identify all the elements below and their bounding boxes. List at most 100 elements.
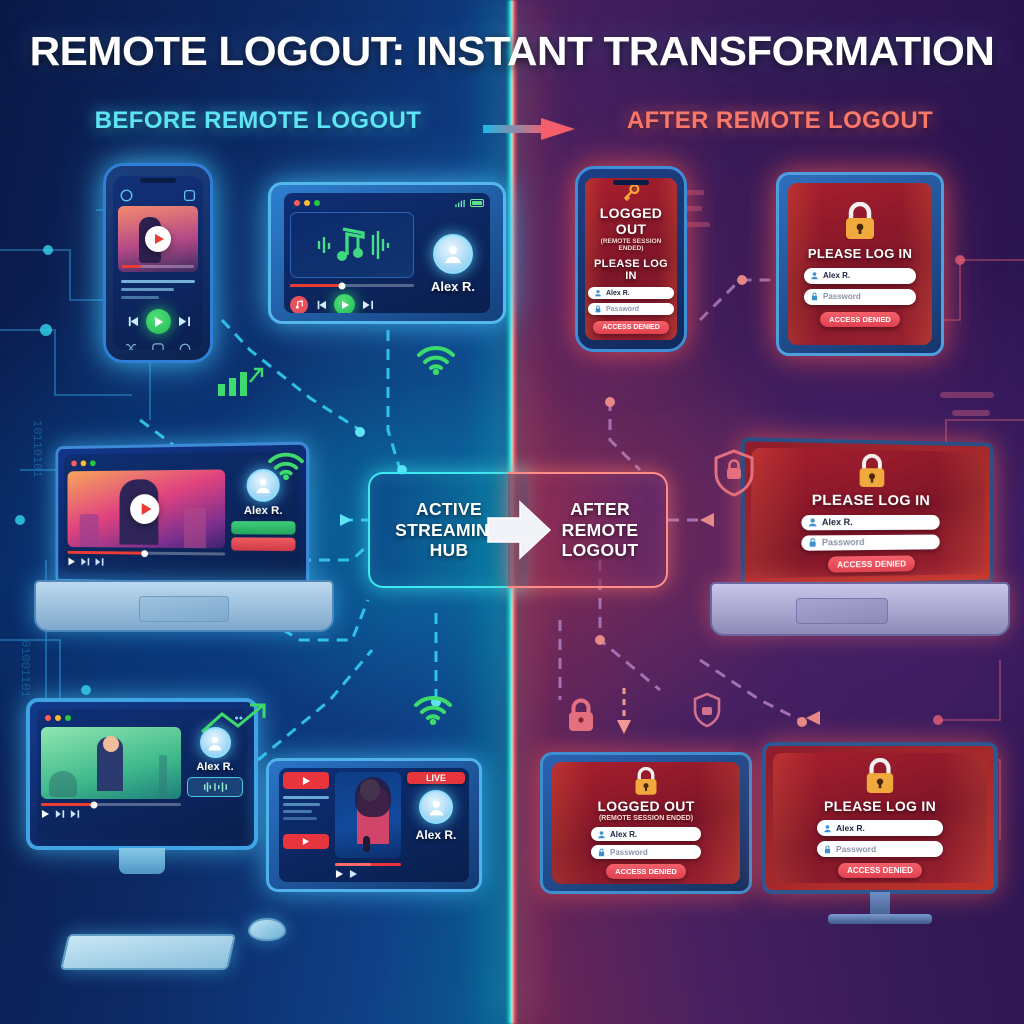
- next-track-icon[interactable]: [178, 316, 191, 327]
- wifi-icon: [268, 452, 304, 480]
- hub-right-line2: REMOTE: [561, 519, 639, 540]
- monitor-status-text: ●●: [234, 714, 243, 722]
- phone-notch: [613, 180, 649, 185]
- device-tablet-music[interactable]: Alex R.: [268, 182, 506, 324]
- tablet-music-screen: Alex R.: [284, 193, 490, 313]
- play-icon[interactable]: [334, 294, 355, 313]
- play-icon[interactable]: [283, 834, 329, 849]
- logged-out-title: LOGGED OUT: [599, 205, 663, 237]
- username-value: Alex R.: [610, 829, 638, 839]
- next-track-icon[interactable]: [362, 300, 374, 310]
- play-icon[interactable]: [335, 870, 344, 878]
- username-field[interactable]: Alex R.: [801, 514, 940, 531]
- phone-video-thumbnail[interactable]: [118, 206, 198, 272]
- monitor-neck: [870, 892, 890, 916]
- laptop-progress-bar[interactable]: [67, 549, 226, 557]
- access-denied-button[interactable]: ACCESS DENIED: [593, 321, 669, 334]
- phone-screen-streaming: [113, 176, 203, 350]
- password-field[interactable]: Password: [817, 841, 943, 857]
- tablet-locked-screen-top: PLEASE LOG IN Alex R. Password ACCESS DE…: [788, 183, 932, 345]
- mouse[interactable]: [248, 918, 286, 941]
- lock-small-icon: [824, 845, 831, 853]
- access-denied-button[interactable]: ACCESS DENIED: [838, 863, 922, 878]
- library-icon[interactable]: [183, 189, 196, 202]
- access-denied-button[interactable]: ACCESS DENIED: [820, 311, 900, 327]
- previous-track-icon[interactable]: [126, 316, 139, 327]
- padlock-icon: [866, 758, 894, 793]
- wifi-icon: [417, 345, 455, 375]
- username-field[interactable]: Alex R.: [591, 827, 701, 842]
- laptop-base: [34, 580, 334, 632]
- laptop-trackpad[interactable]: [796, 598, 889, 624]
- next-track-icon[interactable]: [55, 810, 65, 818]
- live-progress-bar[interactable]: [335, 863, 401, 866]
- red-status-chip[interactable]: [231, 537, 296, 552]
- hub-right-line1: AFTER: [570, 499, 630, 520]
- keyboard[interactable]: [59, 934, 237, 970]
- please-log-in-label: PLEASE LOG IN: [594, 258, 668, 282]
- device-phone-streaming[interactable]: [103, 163, 213, 363]
- window-dots: [290, 197, 324, 209]
- password-placeholder: Password: [821, 537, 865, 549]
- green-status-chip[interactable]: [231, 521, 296, 535]
- monitor-progress-bar[interactable]: [41, 801, 181, 808]
- play-icon[interactable]: [145, 309, 171, 334]
- play-icon[interactable]: [41, 810, 50, 818]
- monitor-video-thumbnail[interactable]: [41, 727, 181, 799]
- music-note-icon[interactable]: [290, 295, 308, 313]
- password-field[interactable]: Password: [588, 303, 674, 315]
- skip-icon[interactable]: [70, 810, 80, 818]
- sound-wave-icon[interactable]: [187, 777, 243, 797]
- device-laptop-streaming[interactable]: Alex R.: [26, 441, 338, 636]
- user-avatar-icon: [199, 727, 231, 758]
- play-icon[interactable]: [283, 772, 329, 789]
- access-denied-button[interactable]: ACCESS DENIED: [828, 555, 915, 573]
- phone-progress-bar[interactable]: [122, 265, 194, 268]
- password-field[interactable]: Password: [801, 534, 940, 551]
- access-denied-button[interactable]: ACCESS DENIED: [606, 864, 686, 879]
- play-icon[interactable]: [68, 557, 76, 566]
- before-section-label: BEFORE REMOTE LOGOUT: [94, 107, 422, 134]
- password-field[interactable]: Password: [591, 845, 701, 859]
- hub-left-line1: ACTIVE: [416, 499, 482, 520]
- key-icon: [624, 184, 640, 201]
- password-field[interactable]: Password: [804, 288, 916, 305]
- music-artwork[interactable]: [290, 212, 414, 278]
- username-field[interactable]: Alex R.: [588, 287, 674, 299]
- username-field[interactable]: Alex R.: [804, 267, 916, 284]
- monitor-locked-screen: PLEASE LOG IN Alex R. Password ACCESS DE…: [762, 742, 998, 894]
- next-track-icon[interactable]: [349, 870, 358, 878]
- skip-icon[interactable]: [95, 558, 104, 566]
- cast-icon[interactable]: [120, 189, 133, 202]
- next-track-icon[interactable]: [81, 558, 90, 566]
- laptop-video-thumbnail[interactable]: [67, 469, 226, 549]
- shuffle-icon[interactable]: [125, 343, 137, 350]
- device-laptop-locked[interactable]: PLEASE LOG IN Alex R. Password ACCESS DE…: [700, 437, 1012, 640]
- laptop-stream-content: Alex R.: [63, 450, 300, 578]
- wifi-icon: [414, 695, 452, 725]
- device-monitor-locked[interactable]: PLEASE LOG IN Alex R. Password ACCESS DE…: [762, 742, 998, 932]
- laptop-trackpad[interactable]: [139, 596, 229, 622]
- username-label: Alex R.: [415, 828, 457, 842]
- user-icon: [824, 824, 831, 832]
- password-placeholder: Password: [606, 305, 640, 313]
- live-video-thumbnail[interactable]: [335, 772, 401, 858]
- equalizer-icon[interactable]: [152, 343, 164, 350]
- device-phone-locked[interactable]: LOGGED OUT (REMOTE SESSION ENDED) PLEASE…: [575, 166, 687, 352]
- music-progress-bar[interactable]: [290, 282, 414, 289]
- previous-track-icon[interactable]: [315, 300, 327, 310]
- user-avatar-icon: [419, 790, 453, 824]
- play-icon[interactable]: [145, 226, 171, 252]
- lock-small-icon: [595, 305, 601, 313]
- username-field[interactable]: Alex R.: [817, 820, 943, 836]
- device-tablet-locked-top[interactable]: PLEASE LOG IN Alex R. Password ACCESS DE…: [776, 172, 944, 356]
- device-tablet-locked-bottom[interactable]: LOGGED OUT (REMOTE SESSION ENDED) Alex R…: [540, 752, 752, 894]
- monitor-screen-streaming: ●●: [26, 698, 258, 850]
- device-tablet-live[interactable]: LIVE Alex R.: [266, 758, 482, 892]
- window-dots: [68, 454, 296, 469]
- play-icon[interactable]: [130, 494, 160, 524]
- device-monitor-streaming[interactable]: ●●: [26, 698, 258, 878]
- after-section-label: AFTER REMOTE LOGOUT: [626, 107, 934, 134]
- settings-icon[interactable]: [179, 343, 191, 350]
